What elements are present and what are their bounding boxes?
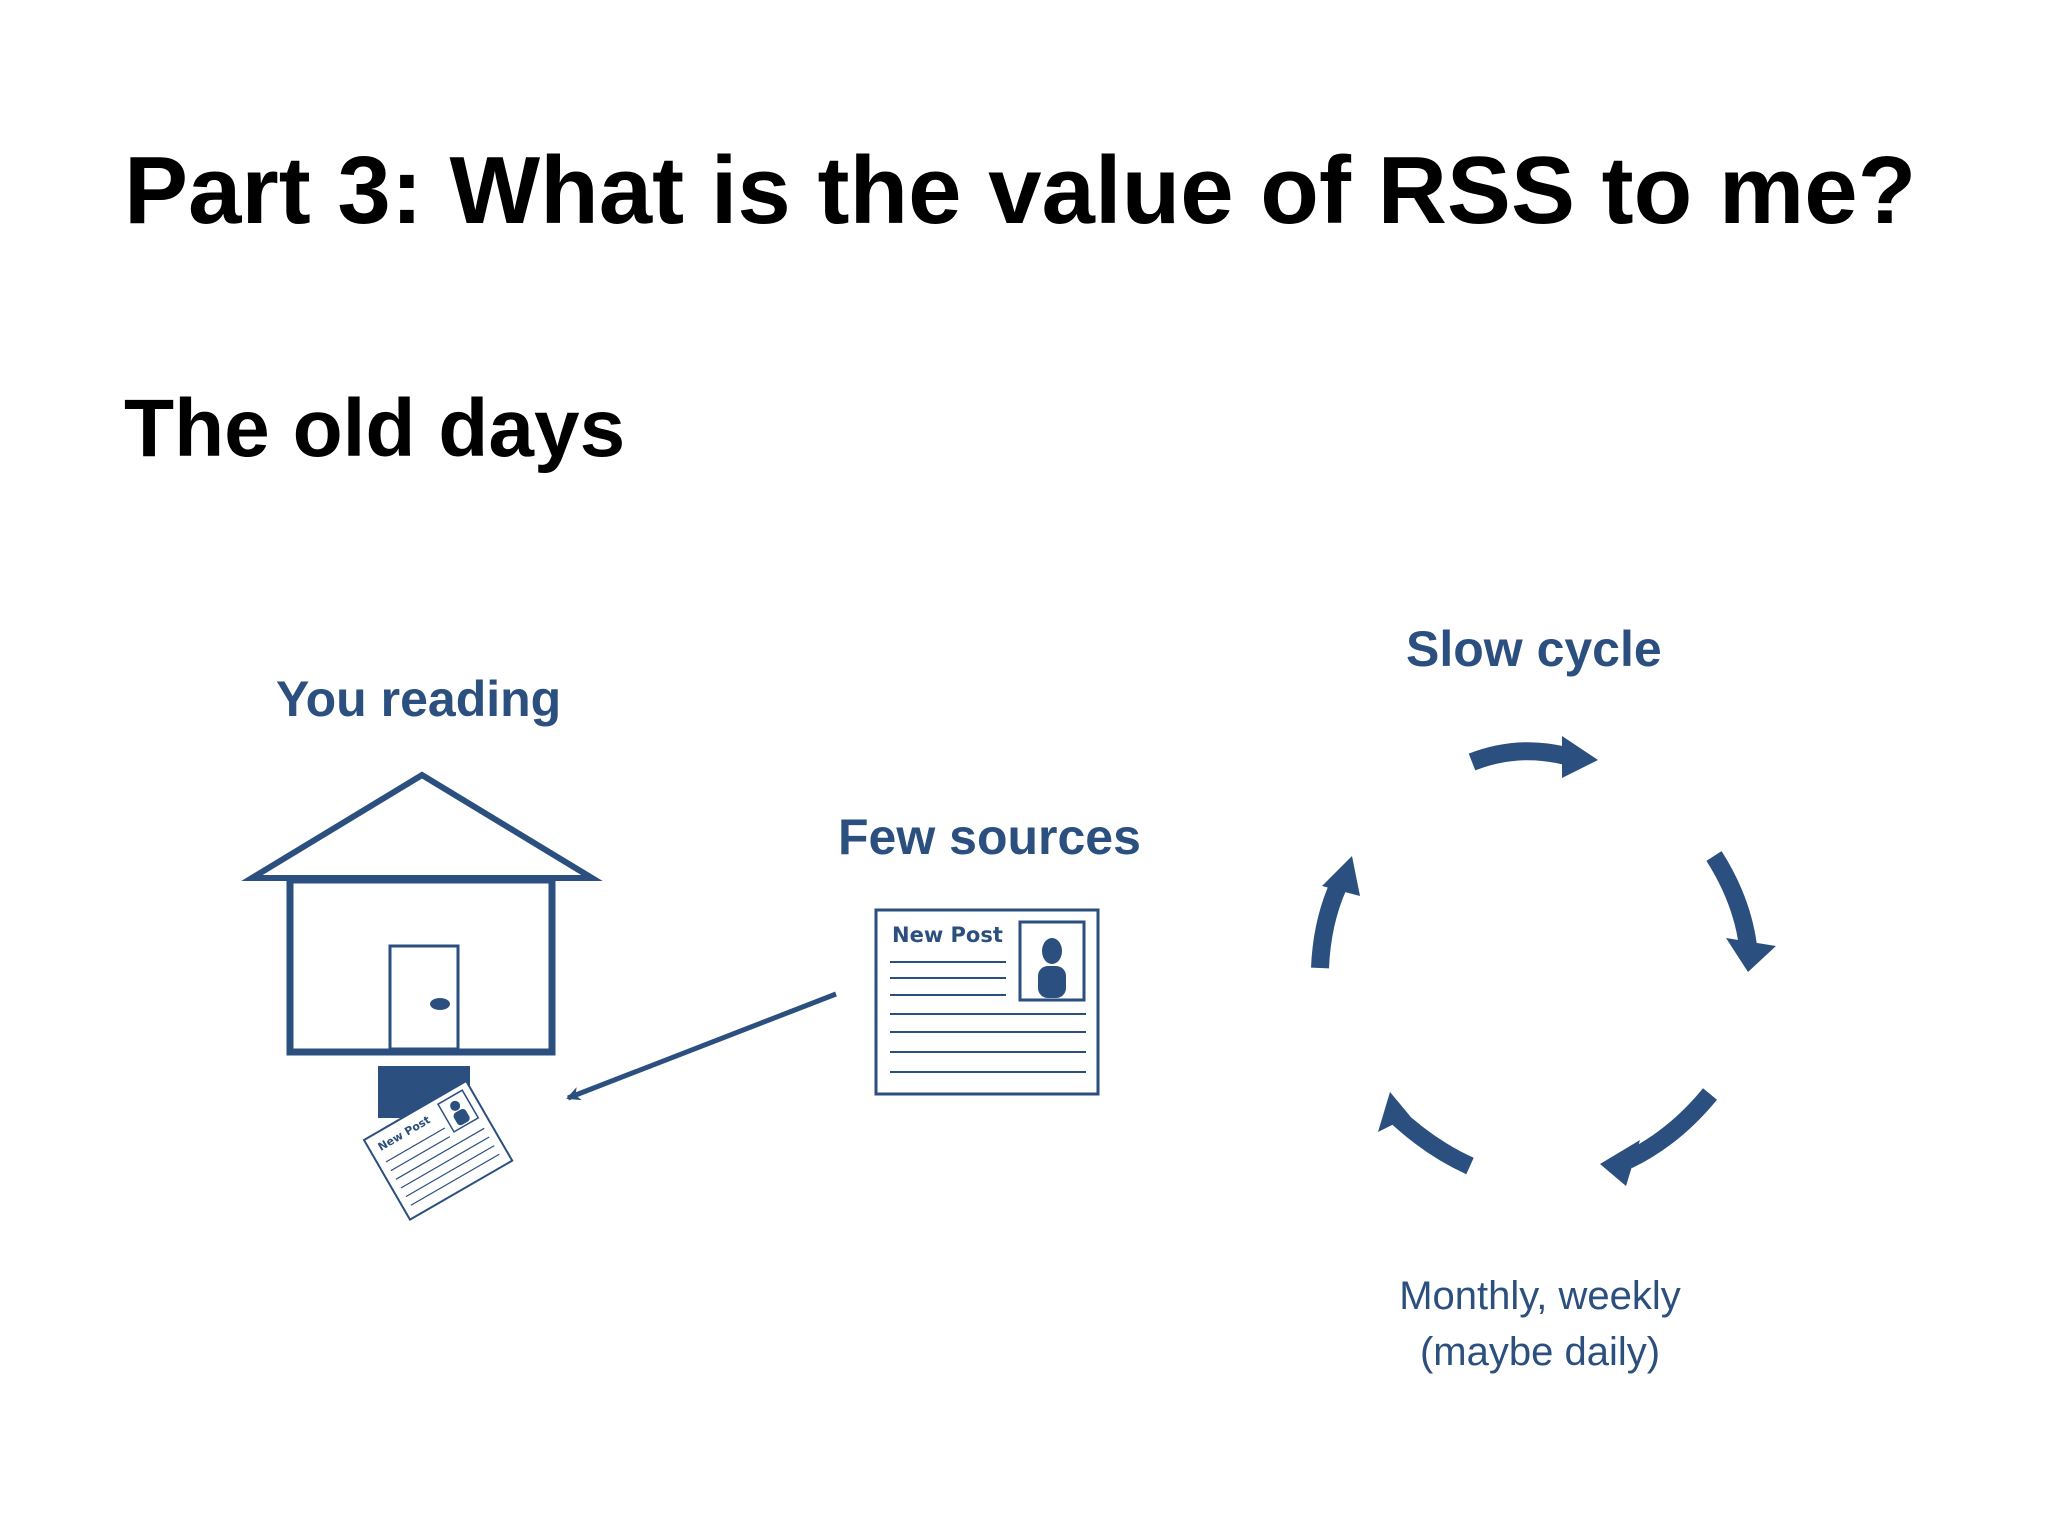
- cycle-arrow-icon: [1311, 878, 1349, 969]
- cycle-arrow-icon: [1624, 1088, 1717, 1169]
- frequency-note: Monthly, weekly (maybe daily): [1290, 1268, 1790, 1380]
- frequency-line-2: (maybe daily): [1419, 1330, 1661, 1374]
- person-icon: [1042, 938, 1062, 964]
- cycle-arrow-icon: [1468, 742, 1569, 771]
- frequency-line-1: Monthly, weekly: [1399, 1274, 1681, 1318]
- cycle-arrows: [1311, 736, 1776, 1186]
- cycle-arrow-icon: [1706, 851, 1757, 948]
- cycle-arrow-icon: [1387, 1107, 1474, 1175]
- reader-label: You reading: [276, 671, 562, 727]
- cycle-label: Slow cycle: [1406, 621, 1662, 677]
- delivery-arrow: [566, 991, 837, 1101]
- slide-title: Part 3: What is the value of RSS to me?: [124, 137, 1917, 244]
- house-icon: [241, 771, 603, 1056]
- newspaper-icon: New Post: [874, 908, 1100, 1096]
- slide-subtitle: The old days: [124, 383, 626, 474]
- post-heading: New Post: [892, 923, 1003, 947]
- sources-label: Few sources: [838, 809, 1141, 865]
